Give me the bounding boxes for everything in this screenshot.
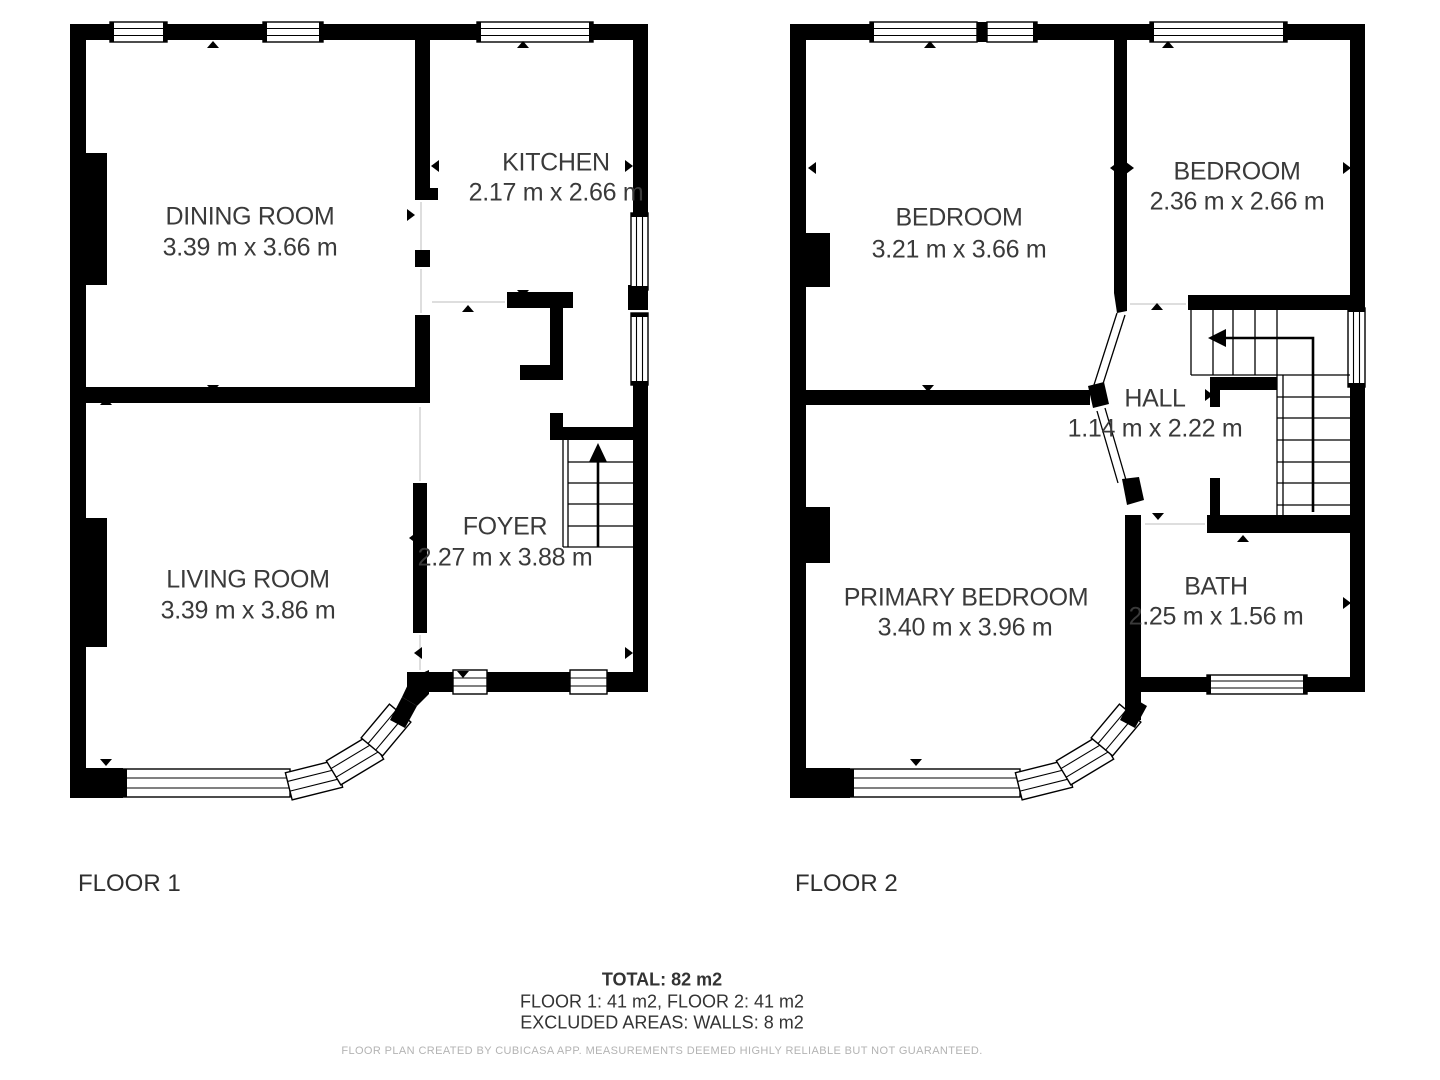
window	[986, 21, 1038, 43]
bay-segment	[284, 759, 344, 801]
floor2-stairs	[1190, 310, 1350, 518]
floor1-walls	[70, 24, 648, 798]
room-label-foyer: FOYER	[462, 512, 548, 541]
room-dims-hall: 1.14 m x 2.22 m	[1067, 414, 1243, 443]
floor1-door-markers	[100, 41, 633, 766]
room-label-living: LIVING ROOM	[166, 565, 330, 594]
window	[630, 212, 649, 291]
room-dims-bedroom1: 3.21 m x 3.66 m	[871, 235, 1047, 264]
window	[869, 21, 978, 43]
floor1-plan	[70, 21, 649, 801]
room-label-hall: HALL	[1124, 384, 1186, 413]
room-dims-primary: 3.40 m x 3.96 m	[877, 613, 1053, 642]
room-dims-dining: 3.39 m x 3.66 m	[162, 233, 338, 262]
window	[476, 21, 594, 43]
room-dims-bedroom2: 2.36 m x 2.66 m	[1149, 187, 1325, 216]
room-label-primary: PRIMARY BEDROOM	[843, 583, 1089, 612]
window	[1206, 674, 1308, 695]
window	[1149, 21, 1288, 43]
floor1-thresholds	[419, 202, 505, 670]
room-dims-living: 3.39 m x 3.86 m	[160, 596, 336, 625]
floor2-door-markers	[808, 41, 1351, 766]
room-label-bedroom1: BEDROOM	[895, 203, 1023, 232]
summary-excluded: EXCLUDED AREAS: WALLS: 8 m2	[520, 1012, 804, 1033]
window	[109, 21, 168, 43]
bay-segment	[1055, 734, 1115, 786]
window	[452, 669, 488, 695]
floor2-walls	[790, 24, 1365, 798]
room-dims-foyer: 2.27 m x 3.88 m	[417, 543, 593, 572]
window	[122, 768, 291, 798]
floor2-hall-angled-walls	[1092, 312, 1127, 484]
room-label-kitchen: KITCHEN	[502, 148, 610, 177]
window	[849, 768, 1021, 798]
room-label-dining: DINING ROOM	[165, 202, 335, 231]
room-dims-kitchen: 2.17 m x 2.66 m	[468, 178, 644, 207]
floor2-bay-window	[849, 676, 1147, 801]
window	[1347, 307, 1366, 388]
floor1-stairs	[562, 440, 633, 548]
floor2-title: FLOOR 2	[795, 870, 898, 897]
summary-floors: FLOOR 1: 41 m2, FLOOR 2: 41 m2	[519, 991, 805, 1012]
floor2-thresholds	[1130, 303, 1205, 525]
room-label-bedroom2: BEDROOM	[1173, 157, 1301, 186]
room-dims-bath: 2.25 m x 1.56 m	[1128, 602, 1304, 631]
window	[262, 21, 324, 43]
floor1-bay-window	[122, 670, 429, 801]
floor1-windows	[109, 21, 649, 695]
stairs-down-arrow	[1208, 329, 1226, 347]
window	[630, 312, 649, 386]
window	[569, 669, 608, 695]
summary-total: TOTAL: 82 m2	[601, 969, 723, 990]
room-label-bath: BATH	[1184, 572, 1248, 601]
floor2-plan	[790, 21, 1366, 801]
floor2-windows	[869, 21, 1366, 695]
stairs-up-arrow	[589, 443, 607, 462]
bay-segment	[1014, 759, 1074, 801]
disclaimer-text: FLOOR PLAN CREATED BY CUBICASA APP. MEAS…	[341, 1045, 983, 1057]
floor1-title: FLOOR 1	[78, 870, 181, 897]
